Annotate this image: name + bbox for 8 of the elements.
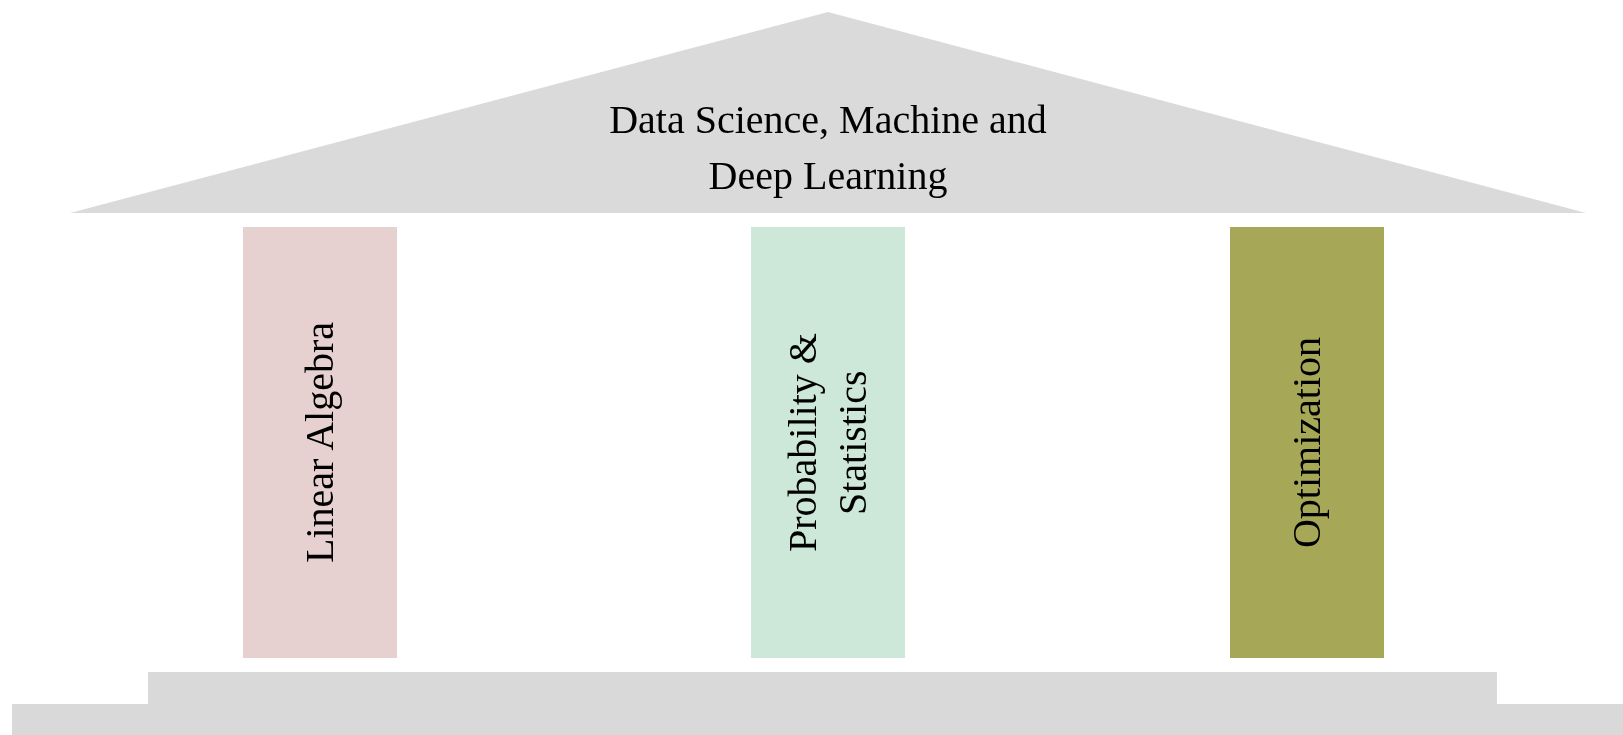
roof-label: Data Science, Machine and Deep Learning (608, 96, 1048, 200)
pillar (1230, 227, 1384, 658)
pillar-label: Optimization (1283, 336, 1330, 549)
pillar-label: Probability & Statistics (779, 332, 876, 554)
roof-triangle (70, 12, 1586, 213)
pillar (751, 227, 905, 658)
pillar-label: Linear Algebra (296, 322, 343, 563)
pillar (243, 227, 397, 658)
